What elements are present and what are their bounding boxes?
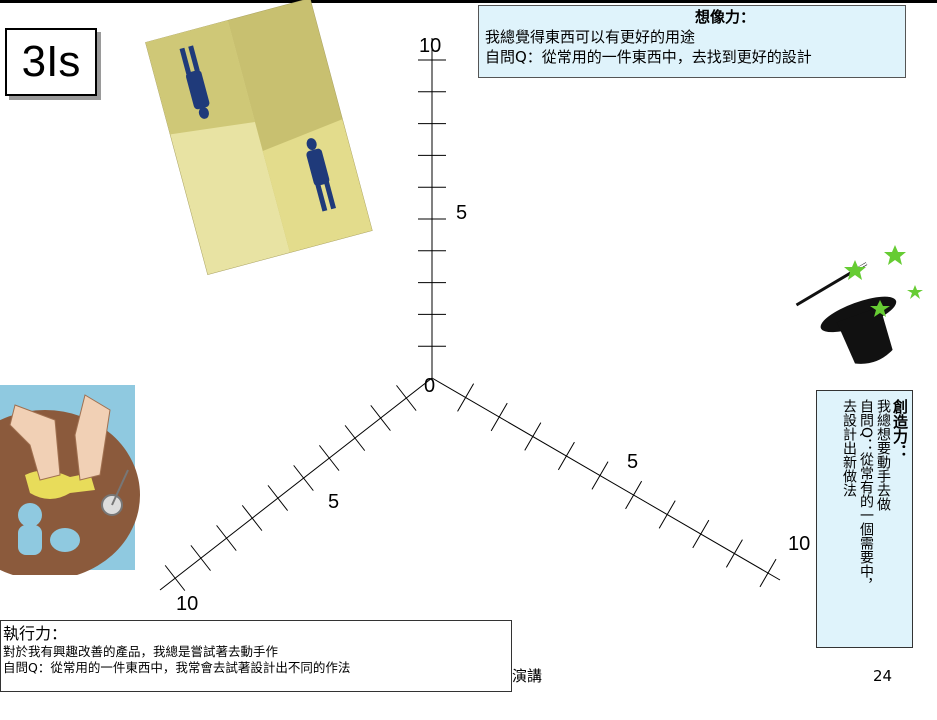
execution-box: 執行力： 對於我有興趣改善的產品，我總是嘗試著去動手作 自問Q：從常用的一件東西… (0, 620, 512, 692)
vertical-axis-ticks (418, 59, 446, 347)
surreal-room-illustration (145, 0, 373, 275)
magic-hat-illustration (780, 230, 937, 380)
right-axis-label-5: 5 (627, 451, 638, 473)
cookie-making-illustration (0, 385, 140, 575)
creativity-title: 創造力： (891, 399, 909, 459)
tick-mark (164, 565, 186, 591)
left-axis (159, 377, 433, 591)
imagination-line-1: 我總覺得東西可以有更好的用途 (485, 28, 696, 46)
execution-line-1: 對於我有興趣改善的產品，我總是嘗試著去動手作 (3, 644, 279, 659)
right-axis-ticks (457, 383, 777, 588)
right-axis (431, 377, 781, 581)
tick-mark (725, 539, 743, 568)
tick-mark (293, 465, 314, 491)
left-axis-label-10: 10 (176, 593, 198, 615)
tick-mark (344, 425, 366, 451)
logo-3is: 3Is (5, 28, 97, 96)
tick-mark (267, 485, 289, 511)
imagination-line-2: 自問Q：從常用的一件東西中，去找到更好的設計 (485, 48, 812, 66)
creativity-text: 創造力： 我總想要動手去做 自問Q：從常有的一個需要中， 去設計出新做法 (840, 399, 909, 644)
tick-mark (591, 461, 609, 490)
execution-line-2: 自問Q：從常用的一件東西中，我常會去試著設計出不同的作法 (3, 660, 351, 675)
tick-mark (625, 480, 643, 510)
tick-mark (557, 441, 575, 471)
creativity-line-1: 我總想要動手去做 (875, 399, 891, 511)
tick-mark (692, 519, 710, 549)
top-rule (0, 0, 937, 3)
right-axis-label-10: 10 (788, 533, 810, 555)
tick-mark (759, 558, 777, 588)
creativity-line-2: 自問Q：從常有的一個需要中， (858, 399, 874, 593)
footer-text: 演講 (512, 667, 543, 685)
vertical-axis-label-5: 5 (456, 202, 467, 224)
execution-title: 執行力： (3, 624, 68, 643)
creativity-box: 創造力： 我總想要動手去做 自問Q：從常有的一個需要中， 去設計出新做法 (816, 390, 913, 648)
tick-mark (490, 402, 508, 432)
star-icon (844, 245, 923, 317)
tick-mark (370, 405, 391, 431)
page-number: 24 (873, 667, 893, 685)
imagination-title: 想像力： (694, 8, 755, 26)
tick-mark (318, 445, 340, 471)
origin-label: 0 (424, 375, 435, 397)
left-axis-ticks (164, 385, 417, 591)
imagination-box: 想像力： 我總覺得東西可以有更好的用途 自問Q：從常用的一件東西中，去找到更好的… (478, 5, 906, 78)
tick-mark (216, 525, 237, 551)
tick-mark (658, 500, 676, 529)
tick-mark (241, 505, 263, 531)
tick-mark (524, 422, 542, 451)
tick-mark (396, 385, 417, 411)
left-axis-label-5: 5 (328, 491, 339, 513)
tick-mark (190, 545, 211, 571)
creativity-line-3: 去設計出新做法 (841, 399, 857, 497)
tick-mark (457, 383, 475, 412)
vertical-axis-label-10: 10 (419, 35, 441, 57)
